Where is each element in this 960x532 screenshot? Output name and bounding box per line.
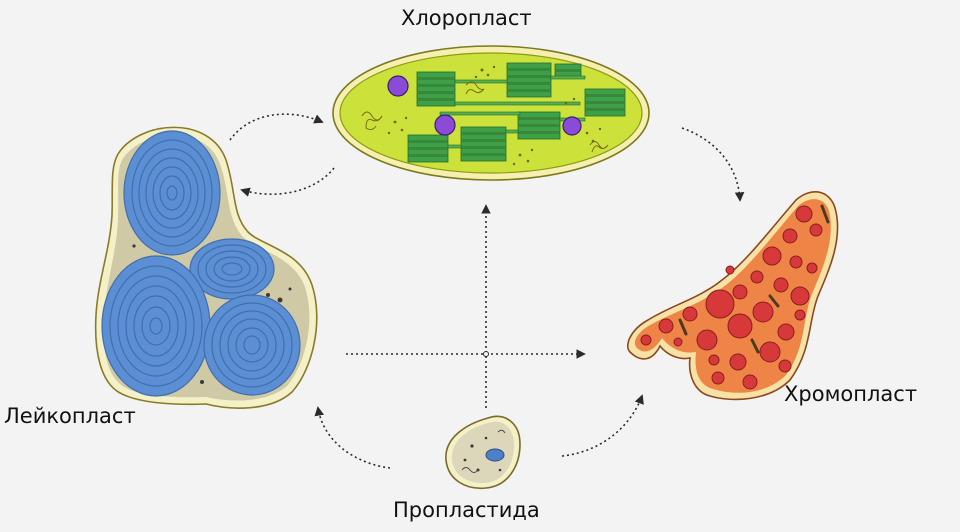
leucoplast-label: Лейкопласт <box>4 404 136 428</box>
starch-grain-right <box>203 294 301 396</box>
arrow-leucoplast-to-chloroplast <box>229 113 324 141</box>
chromoplast <box>626 191 839 401</box>
leucoplast <box>94 126 318 409</box>
thylakoid-grana <box>407 62 626 163</box>
proplastid <box>445 415 521 489</box>
arrow-proplastid-to-chromoplast <box>561 394 644 457</box>
chromoplast-crystals <box>678 204 830 354</box>
conversion-arrows <box>229 113 745 469</box>
ribosomes <box>387 65 602 166</box>
chloroplast <box>332 45 650 181</box>
arrow-chloroplast-to-chromoplast <box>681 127 745 202</box>
chromoplast-label: Хромопласт <box>784 382 918 406</box>
dna <box>361 81 609 153</box>
starch-grain-top <box>123 130 221 256</box>
starch-grain-left <box>101 255 211 397</box>
starch-grains <box>387 75 582 136</box>
proplastid-label: Пропластида <box>393 498 540 522</box>
chloroplast-label: Хлоропласт <box>401 6 532 30</box>
arrow-chloroplast-to-leucoplast <box>240 167 335 197</box>
arrow-proplastid-to-leucoplast <box>314 406 391 469</box>
carotenoid-globules <box>640 205 823 390</box>
